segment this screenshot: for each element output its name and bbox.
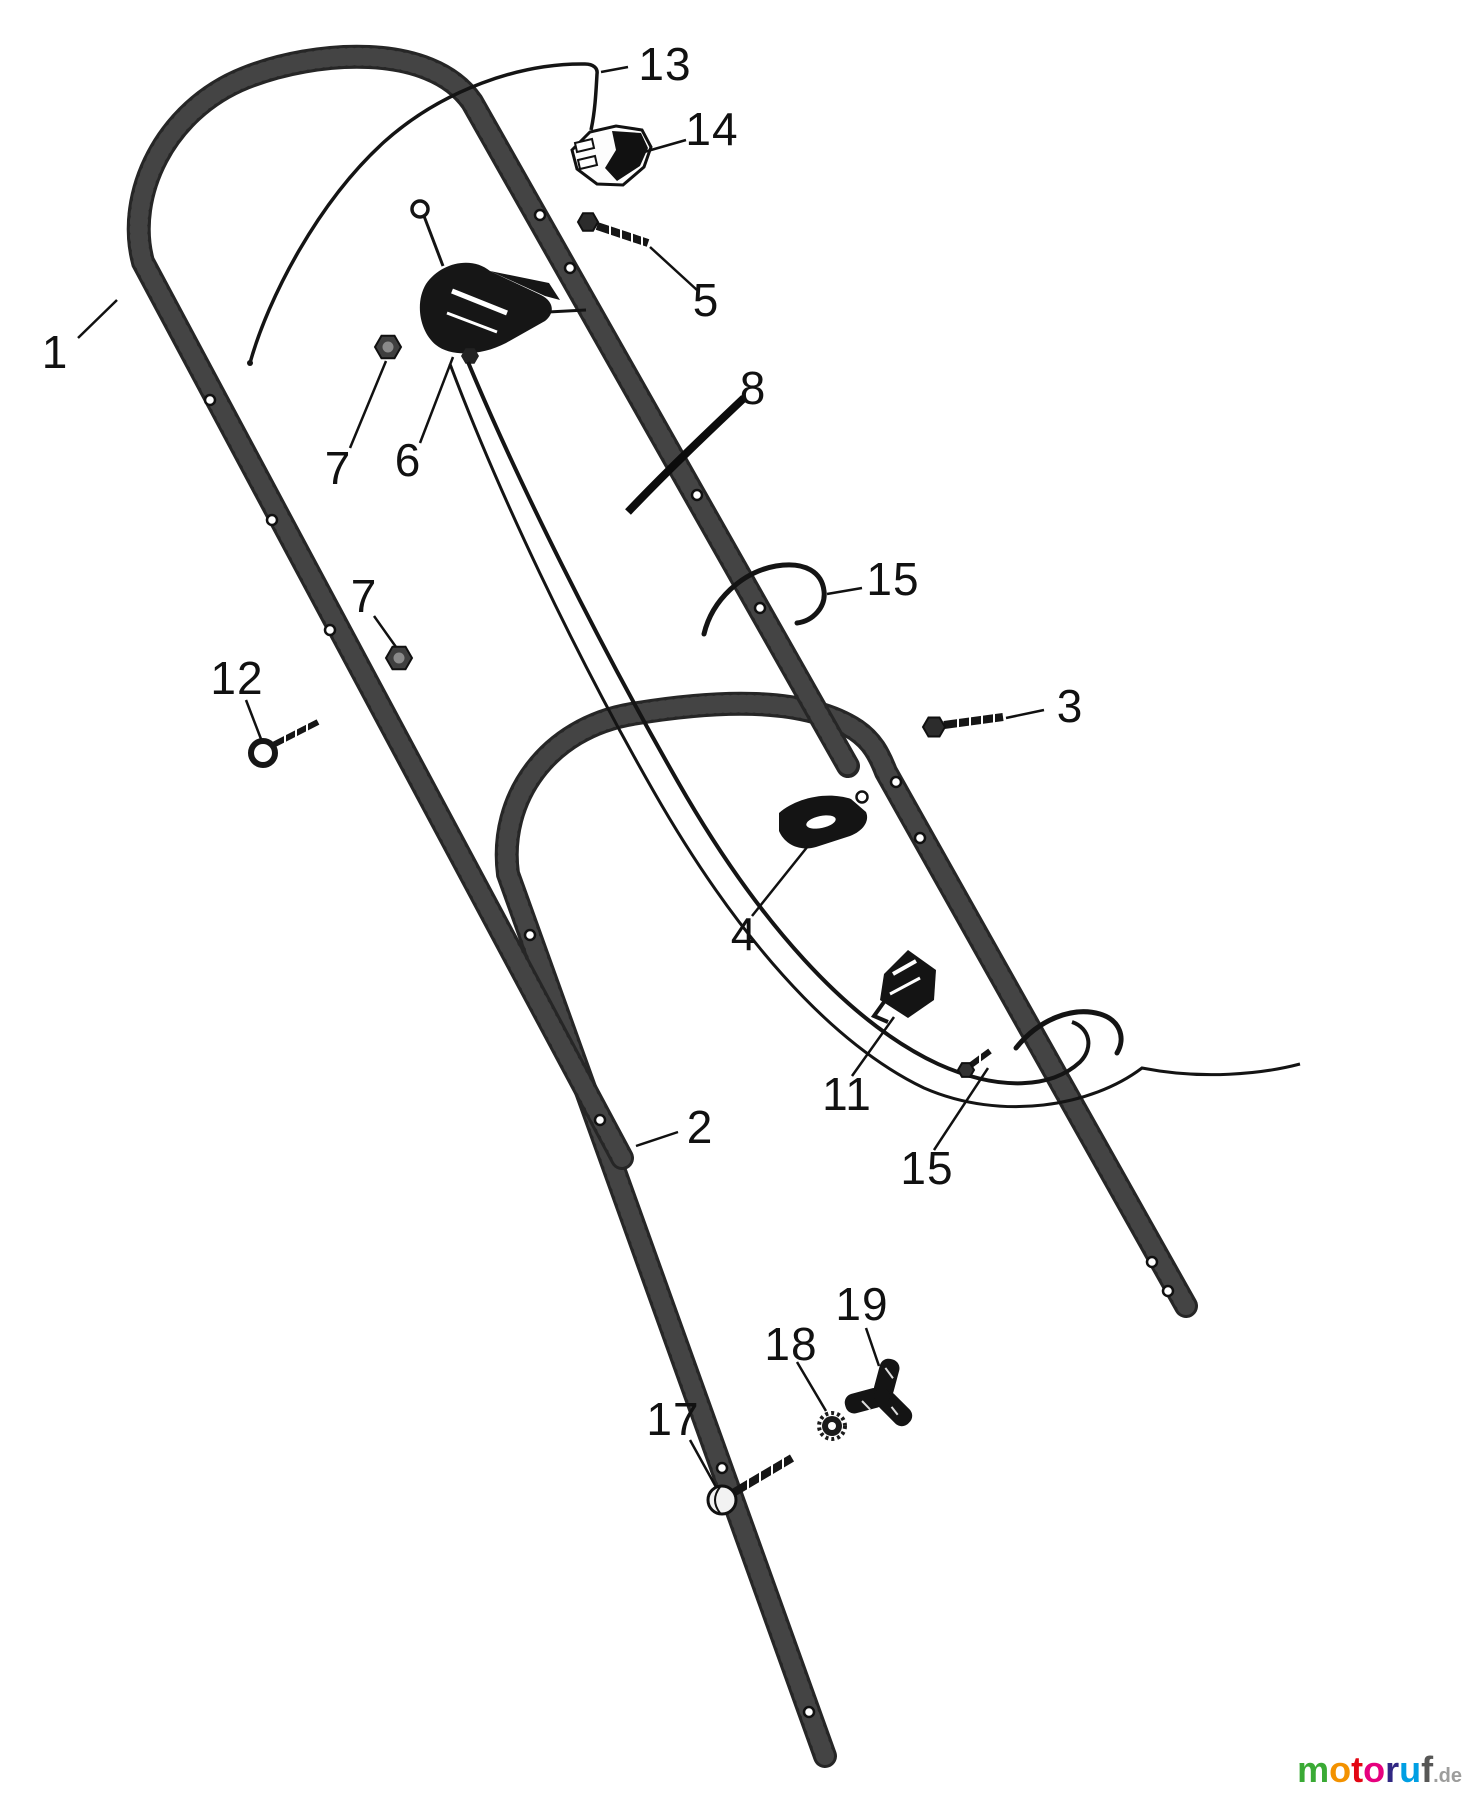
upper-handle-bar bbox=[126, 44, 860, 1170]
callout-11: 11 bbox=[822, 1068, 872, 1120]
watermark-suffix: .de bbox=[1433, 1765, 1462, 1787]
spring-clip-upper bbox=[701, 562, 827, 637]
carriage-bolt bbox=[706, 1454, 795, 1516]
handle-lever bbox=[779, 790, 869, 849]
callout-15b: 15 bbox=[900, 1142, 954, 1194]
callout-4: 4 bbox=[730, 908, 758, 960]
callout-13: 13 bbox=[638, 38, 692, 90]
callout-7a: 7 bbox=[324, 442, 352, 494]
watermark: motoruf.de bbox=[1297, 1752, 1462, 1788]
callout-1: 1 bbox=[41, 326, 69, 378]
lower-handle-bar bbox=[494, 691, 1198, 1768]
hex-bolt-5 bbox=[576, 212, 650, 247]
callout-12: 12 bbox=[210, 652, 264, 704]
throttle-control bbox=[410, 199, 587, 364]
callout-2: 2 bbox=[686, 1101, 714, 1153]
leader-lines bbox=[77, 65, 1045, 1488]
callout-17: 17 bbox=[646, 1393, 700, 1445]
hex-nut-upper bbox=[373, 334, 403, 360]
callout-18: 18 bbox=[764, 1318, 818, 1370]
callout-8: 8 bbox=[739, 362, 767, 414]
control-cables bbox=[448, 361, 1301, 1109]
cable-clip bbox=[870, 950, 936, 1024]
hex-bolt-3 bbox=[921, 712, 1004, 738]
eye-bolt bbox=[248, 719, 320, 768]
lock-washer bbox=[817, 1411, 847, 1441]
watermark-word: motoruf bbox=[1297, 1749, 1434, 1790]
handle-holes bbox=[203, 208, 1175, 1719]
callout-5: 5 bbox=[692, 274, 720, 326]
callout-19: 19 bbox=[835, 1278, 889, 1330]
cable-clamp-bracket bbox=[570, 124, 653, 187]
callout-7b: 7 bbox=[350, 570, 378, 622]
callout-3: 3 bbox=[1056, 680, 1084, 732]
hex-nut-lower bbox=[384, 645, 414, 671]
throttle-cable-upper bbox=[247, 62, 599, 366]
wing-knob bbox=[844, 1358, 913, 1427]
callout-6: 6 bbox=[394, 434, 422, 486]
callout-15a: 15 bbox=[866, 553, 920, 605]
callout-14: 14 bbox=[685, 103, 739, 155]
spring-clip-lower bbox=[956, 1009, 1124, 1078]
